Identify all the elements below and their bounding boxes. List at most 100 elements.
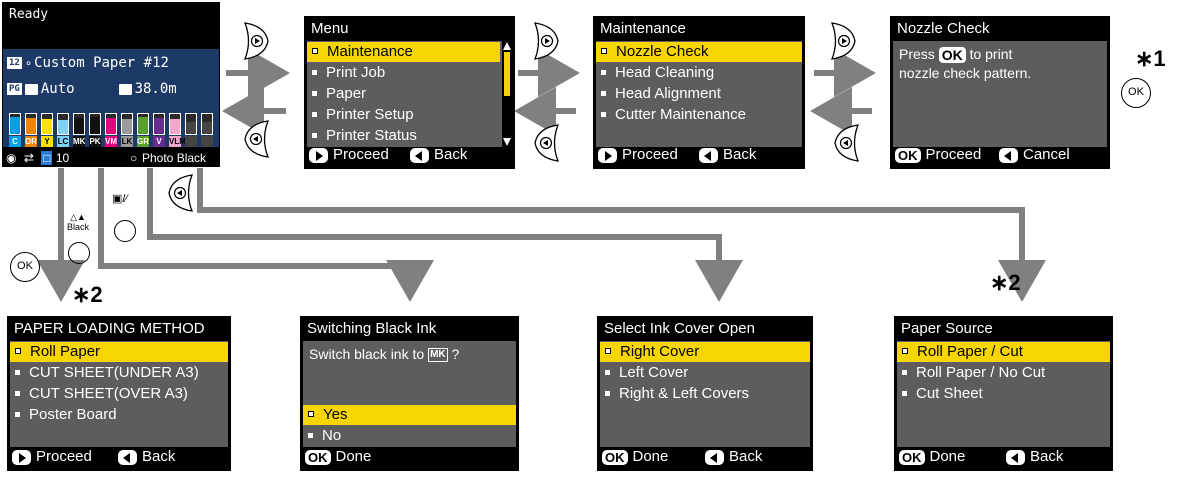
menu-item[interactable]: Roll Paper / No Cut [897,363,1110,383]
menu-item-label: Right & Left Covers [619,385,750,402]
menu-item[interactable]: CUT SHEET(UNDER A3) [10,363,228,383]
arrow-home-to-switch-black [98,168,434,302]
back-hint[interactable]: Back [1006,447,1063,467]
link-icon: ⇄ [23,151,34,165]
menu-item[interactable]: Cutter Maintenance [596,105,802,125]
left-key-icon [705,449,724,465]
media-number-badge: 12 [7,57,22,69]
done-label: Done [929,448,966,465]
black-ink-icon: △▲ Black [66,212,90,232]
bullet-icon [308,411,314,418]
menu-item[interactable]: Cut Sheet [897,384,1110,404]
scrollbar[interactable] [502,41,512,147]
back-label: Back [723,146,757,163]
arrow-home-to-paper-source [197,168,1046,302]
proceed-hint[interactable]: Proceed [598,145,678,165]
switch-message: Switch black ink to MK ? [309,345,459,363]
right-key-icon [598,147,617,163]
menu-item[interactable]: Head Alignment [596,84,802,104]
menu-item[interactable]: Yes [303,405,516,425]
ink-level-bar [57,113,69,135]
ink-label: V [153,136,165,147]
proceed-label: Proceed [622,146,678,163]
menu-item-label: Left Cover [619,364,689,381]
bullet-icon [15,411,20,417]
ink-label [185,136,197,147]
platen-gap-icon [24,83,38,95]
ok-key-icon: OK [899,449,925,465]
menu-item-label: Nozzle Check [616,43,709,60]
left-button-icon [244,120,270,158]
back-label: Back [434,146,468,163]
scroll-up-arrow[interactable] [503,42,511,50]
message-text: ? [451,346,460,362]
ok-button-icon: OK [1121,78,1151,108]
message-text: to print [969,46,1013,62]
back-hint[interactable]: Back [410,145,467,165]
message-text: Press [899,46,935,62]
message-line-2: nozzle check pattern. [899,65,1032,81]
menu-item-label: No [322,427,342,444]
menu-item[interactable]: Printer Setup [307,105,500,125]
media-name: Custom Paper #12 [34,55,169,71]
message-line-1: Press OK to print [899,45,1013,64]
menu-item[interactable]: Print Job [307,63,500,83]
menu-item[interactable]: Left Cover [600,363,810,383]
ok-key-icon: OK [895,147,921,163]
scroll-thumb[interactable] [504,52,510,96]
bullet-icon [601,90,606,96]
right-key-icon [309,147,328,163]
proceed-label: Proceed [333,146,389,163]
back-hint[interactable]: Back [118,447,175,467]
ink-level-bar [73,113,85,135]
done-label: Done [632,448,669,465]
menu-item[interactable]: Right Cover [600,342,810,362]
cancel-hint[interactable]: Cancel [999,145,1070,165]
ink-level-bar [185,113,197,135]
proceed-hint[interactable]: Proceed [309,145,389,165]
scroll-down-arrow[interactable] [503,138,511,146]
menu-item[interactable]: Head Cleaning [596,63,802,83]
bullet-icon [312,48,318,55]
ink-label: LK [121,136,133,147]
proceed-label: Proceed [36,448,92,465]
back-hint[interactable]: Back [699,145,756,165]
menu-item[interactable]: Printer Status [307,126,500,146]
menu-item[interactable]: Paper [307,84,500,104]
screen-footer: Proceed Back [598,145,800,165]
menu-item[interactable]: Roll Paper [10,342,228,362]
menu-item[interactable]: Roll Paper / Cut [897,342,1110,362]
ink-label: GR [137,136,149,147]
back-label: Back [729,448,763,465]
home-screen: Ready 12 ∘ Custom Paper #12 PG Auto 38.0… [2,2,220,167]
menu-item[interactable]: Poster Board [10,405,228,425]
right-button-icon [243,22,269,60]
menu-item-label: Right Cover [620,343,700,360]
menu-item-label: Roll Paper [30,343,101,360]
back-hint[interactable]: Back [705,447,762,467]
menu-item-label: CUT SHEET(OVER A3) [29,385,188,402]
proceed-hint[interactable]: Proceed [12,447,92,467]
menu-item[interactable]: Nozzle Check [596,42,802,62]
bullet-icon [902,369,907,375]
bullet-icon [15,390,20,396]
screen-footer: Proceed Back [309,145,510,165]
ink-label: C [9,136,21,147]
menu-item[interactable]: Right & Left Covers [600,384,810,404]
menu-item[interactable]: No [303,426,516,446]
menu-item[interactable]: Maintenance [307,42,500,62]
ink-level-bar [121,113,133,135]
menu-item[interactable]: CUT SHEET(OVER A3) [10,384,228,404]
menu-item-label: Print Job [326,64,386,81]
arrow-home-to-ink-cover [147,168,743,302]
ink-level-bar [25,113,37,135]
ink-swap-icon: △▲ [70,212,86,222]
